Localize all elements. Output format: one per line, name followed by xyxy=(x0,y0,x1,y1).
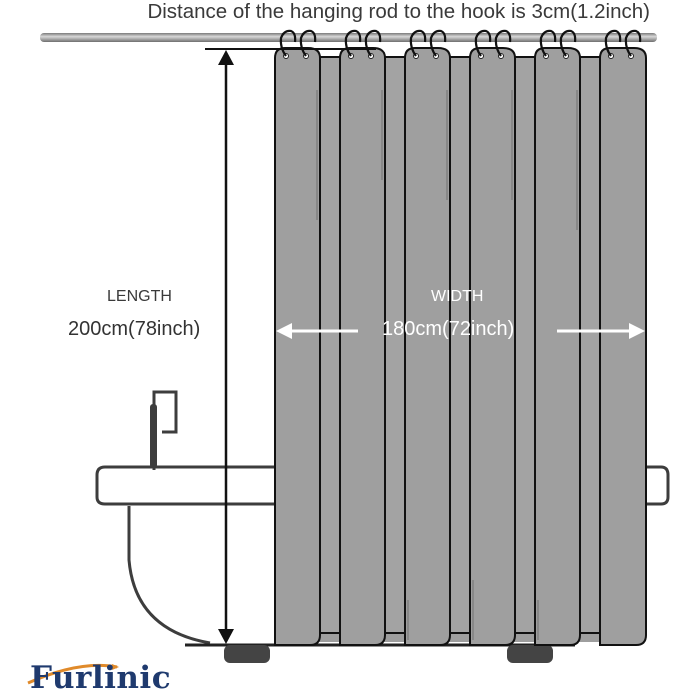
length-value: 200cm(78inch) xyxy=(68,318,201,340)
tub-body xyxy=(127,506,211,645)
tub-rim-right xyxy=(644,465,670,506)
length-arrow xyxy=(218,50,234,644)
width-arrow xyxy=(276,323,645,339)
bathtub xyxy=(95,390,670,663)
curtain-rod xyxy=(40,33,657,42)
width-label: WIDTH xyxy=(431,288,484,305)
tub-foot-left xyxy=(224,645,270,663)
faucet-icon xyxy=(152,390,178,470)
tub-foot-right xyxy=(507,645,553,663)
brand-logo: Furlinic xyxy=(30,660,172,696)
width-value: 180cm(72inch) xyxy=(382,318,515,340)
logo-swoosh xyxy=(27,663,118,685)
hook-distance-caption: Distance of the hanging rod to the hook … xyxy=(147,0,650,23)
curtain xyxy=(274,47,647,646)
curtain-hooks xyxy=(279,29,642,57)
length-label: LENGTH xyxy=(107,288,172,305)
tub-rim xyxy=(95,465,285,506)
